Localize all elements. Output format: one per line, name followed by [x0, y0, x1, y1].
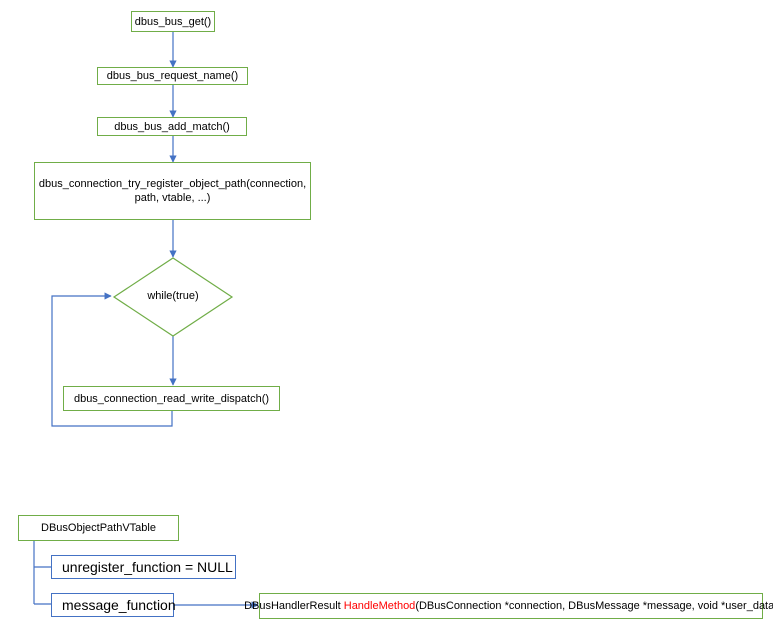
- step-add-match: dbus_bus_add_match(): [97, 117, 247, 136]
- vtable-message-function: message_function: [51, 593, 176, 617]
- step-read-write-dispatch: dbus_connection_read_write_dispatch(): [63, 386, 280, 411]
- vtable-title: DBusObjectPathVTable: [41, 522, 156, 534]
- step-register-label-line1: dbus_connection_try_register_object_path…: [38, 178, 307, 190]
- step-bus-get: dbus_bus_get(): [131, 11, 215, 32]
- vtable-unregister-function: unregister_function = NULL: [51, 555, 236, 579]
- step-add-match-label: dbus_bus_add_match(): [114, 120, 230, 133]
- step-request-name: dbus_bus_request_name(): [97, 67, 248, 85]
- step-request-name-label: dbus_bus_request_name(): [106, 70, 239, 82]
- loop-condition-label: while(true): [147, 290, 199, 302]
- message-function-label: message_function: [62, 597, 176, 613]
- handler-params: (DBusConnection *connection, DBusMessage…: [415, 600, 773, 612]
- handler-return-type: DBusHandlerResult: [244, 600, 344, 612]
- step-register-label-line2: path, vtable, ...): [134, 192, 211, 204]
- step-bus-get-label: dbus_bus_get(): [134, 15, 212, 28]
- handler-signature-box: DBusHandlerResult HandleMethod(DBusConne…: [244, 593, 773, 619]
- unregister-function-label: unregister_function = NULL: [62, 559, 233, 575]
- loop-decision-diamond: [112, 257, 234, 337]
- vtable-title-box: DBusObjectPathVTable: [18, 515, 179, 541]
- handler-method-name: HandleMethod: [343, 600, 416, 612]
- step-dispatch-label: dbus_connection_read_write_dispatch(): [73, 392, 270, 405]
- step-register-object-path: dbus_connection_try_register_object_path…: [34, 162, 311, 220]
- loop-back-connector: [51, 292, 173, 427]
